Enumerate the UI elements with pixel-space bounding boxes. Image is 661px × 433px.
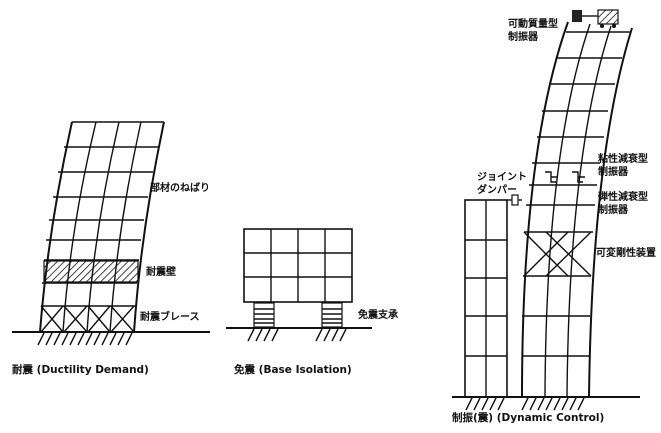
brace-crosses — [40, 305, 135, 333]
variable-stiffness-label: 可変剛性装置 — [596, 246, 656, 259]
tmd-label-1: 可動質量型 — [508, 17, 558, 30]
tmd-label-2: 制振器 — [508, 30, 539, 43]
elastoplastic-label-2: 制振器 — [598, 203, 629, 216]
isolation-building: 免震支承 免震 (Base Isolation) — [226, 228, 398, 376]
ductility-caption: 耐震 (Ductility Demand) — [12, 363, 149, 376]
shear-wall-label: 耐震壁 — [146, 265, 176, 278]
viscous-label-1: 粘性減衰型 — [598, 152, 648, 165]
viscous-damper-1 — [545, 171, 558, 183]
isolation-bearing-right — [321, 302, 343, 328]
joint-label-1: ジョイント — [477, 171, 527, 183]
isolation-caption: 免震 (Base Isolation) — [234, 363, 352, 376]
elastoplastic-label-1: 弾性減衰型 — [598, 190, 648, 203]
brace-label: 耐震ブレース — [140, 310, 200, 323]
members-bending-label: 部材のねばり — [150, 181, 210, 194]
ground-hatch-2 — [247, 328, 347, 342]
viscous-damper-2 — [572, 171, 585, 183]
joint-damper — [507, 194, 522, 206]
ground-hatch-1 — [37, 332, 133, 346]
control-caption: 制振(震) (Dynamic Control) — [452, 411, 604, 424]
isolation-bearing-left — [253, 302, 275, 328]
viscous-label-2: 制振器 — [598, 165, 629, 178]
bearing-label: 免震支承 — [358, 308, 398, 321]
tuned-mass-damper — [572, 9, 619, 28]
ductility-building: 部材のねばり 耐震壁 耐震ブレース 耐震 (Ductility Demand) — [12, 121, 210, 376]
joint-label-2: ダンパー — [477, 183, 517, 196]
ground-hatch-3 — [465, 397, 585, 411]
shear-wall-hatch — [43, 260, 139, 283]
control-tall-building — [521, 21, 633, 398]
control-low-building — [464, 199, 508, 398]
